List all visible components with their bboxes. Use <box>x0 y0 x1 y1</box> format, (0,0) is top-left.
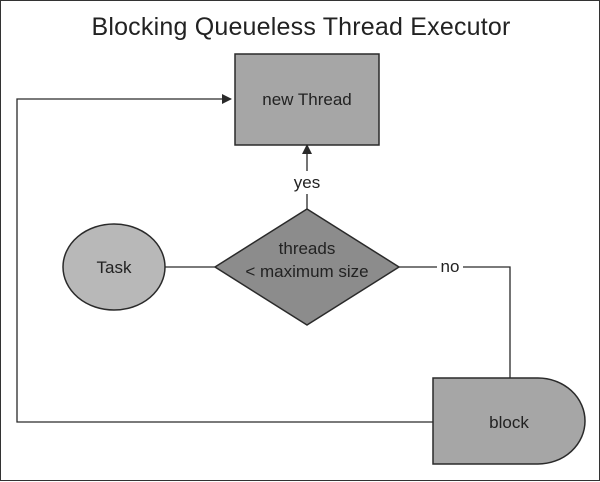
task-node <box>62 223 166 311</box>
no-connector-path <box>463 266 511 378</box>
new-thread-node <box>234 53 380 146</box>
block-label: block <box>489 413 529 432</box>
yes-label: yes <box>294 173 320 192</box>
block-node <box>432 377 586 465</box>
decision-label-line1: threads <box>279 239 336 258</box>
diagram-title: Blocking Queueless Thread Executor <box>91 13 511 41</box>
no-label: no <box>441 257 460 276</box>
decision-node <box>213 208 401 326</box>
loop-back-connector <box>16 94 433 423</box>
decision-label-line2: < maximum size <box>245 262 368 281</box>
task-label: Task <box>97 258 132 277</box>
new-thread-label: new Thread <box>262 90 351 109</box>
